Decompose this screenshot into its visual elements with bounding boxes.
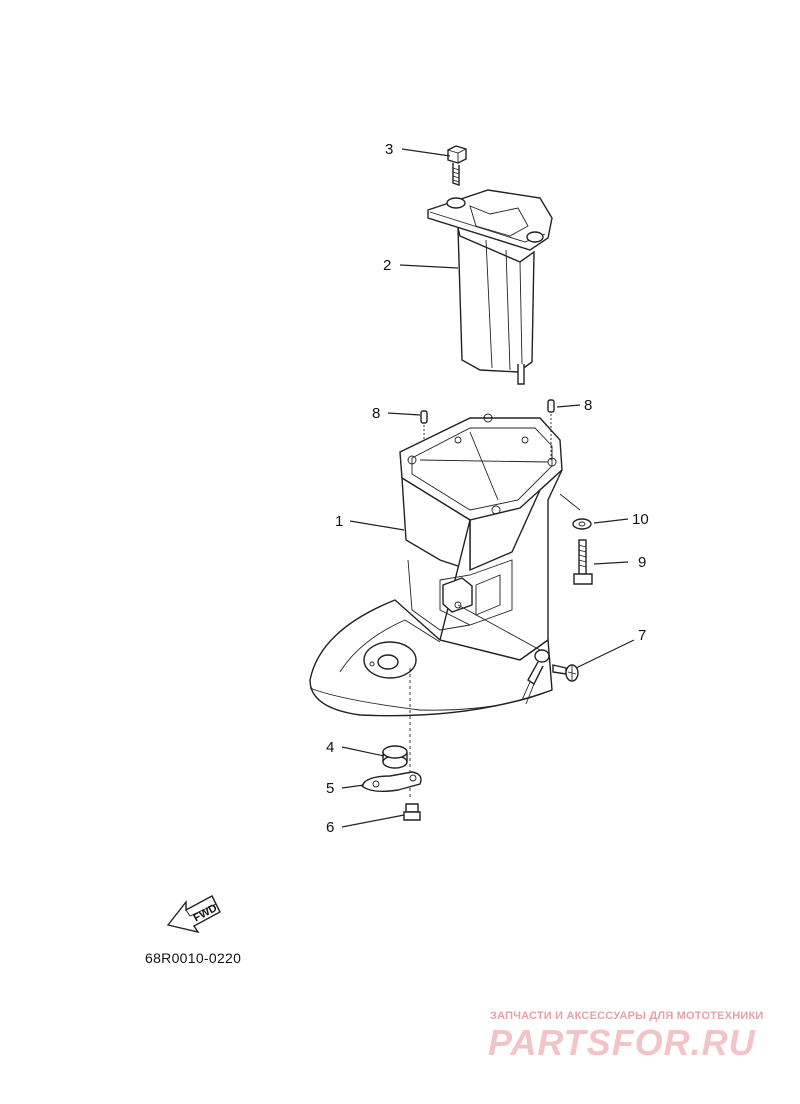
callout-5: 5 bbox=[326, 780, 334, 797]
drive-shaft-housing-part-1 bbox=[309, 413, 563, 717]
upper-casing-part-2 bbox=[427, 189, 553, 385]
callout-8-left: 8 bbox=[372, 405, 380, 422]
bolt-part-9 bbox=[573, 539, 593, 585]
washer-part-10 bbox=[559, 493, 592, 530]
callout-10: 10 bbox=[632, 511, 649, 528]
bolt-part-3 bbox=[447, 145, 467, 186]
callout-8-right: 8 bbox=[584, 397, 592, 414]
leader-lines bbox=[341, 148, 635, 828]
callout-labels: 3 2 1 8 8 10 9 7 4 5 6 bbox=[326, 141, 649, 836]
plate-part-5 bbox=[361, 771, 422, 793]
callout-4: 4 bbox=[326, 739, 334, 756]
watermark-tagline: ЗАПЧАСТИ И АКСЕССУАРЫ ДЛЯ МОТОТЕХНИКИ bbox=[490, 1010, 764, 1022]
grommet-part-4 bbox=[382, 745, 408, 769]
callout-7: 7 bbox=[638, 627, 646, 644]
callout-1: 1 bbox=[335, 513, 343, 530]
nut-part-6 bbox=[403, 803, 421, 821]
watermark-logo: PARTSFOR.RU bbox=[488, 1022, 756, 1063]
callout-2: 2 bbox=[383, 257, 391, 274]
callout-9: 9 bbox=[638, 554, 646, 571]
screw-part-7 bbox=[552, 664, 579, 682]
callout-3: 3 bbox=[385, 141, 393, 158]
fwd-arrow-icon: FWD bbox=[166, 895, 221, 934]
diagram-part-code: 68R0010-0220 bbox=[145, 950, 242, 966]
callout-6: 6 bbox=[326, 819, 334, 836]
dowel-pin-part-8-left bbox=[420, 410, 428, 440]
dowel-pin-part-8-right bbox=[547, 399, 555, 460]
ground-wire bbox=[457, 604, 550, 705]
